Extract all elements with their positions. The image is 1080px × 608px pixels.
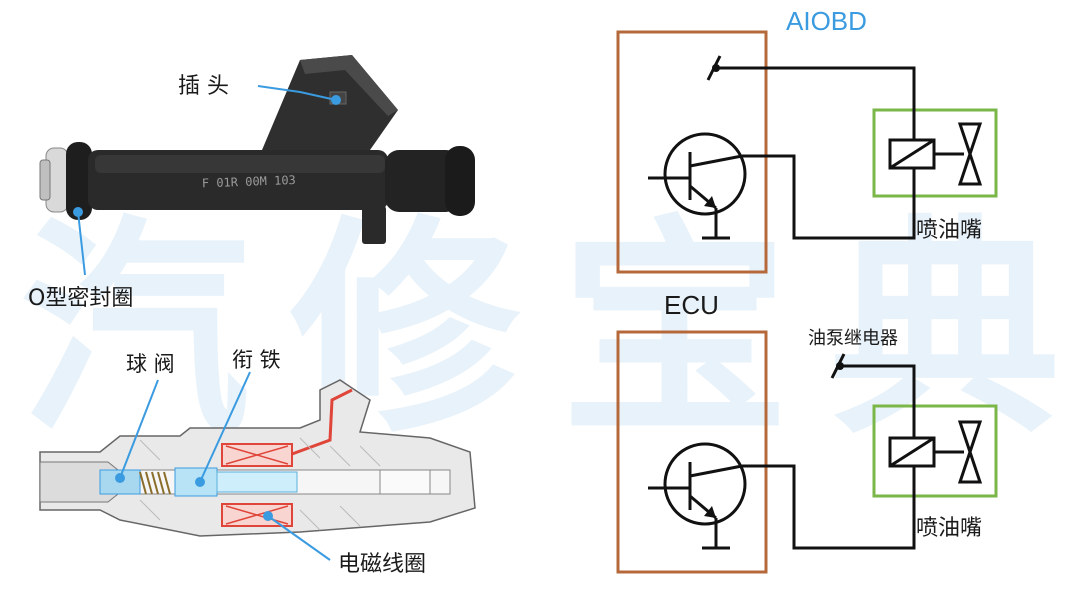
label-plug: 插 头 (178, 68, 229, 100)
label-solenoid-coil: 电磁线圈 (338, 546, 426, 578)
label-armature: 衔 铁 (232, 344, 281, 374)
o-ring-right (445, 146, 475, 216)
label-o-ring: O型密封圈 (28, 280, 133, 312)
ecu-box-bottom (618, 332, 766, 572)
label-injector-top: 喷油嘴 (916, 212, 982, 244)
label-ball-valve: 球 阀 (126, 348, 175, 378)
title-bottom: ECU (664, 290, 719, 321)
label-injector-bottom: 喷油嘴 (916, 510, 982, 542)
label-relay: 油泵继电器 (808, 324, 898, 350)
injector-cutaway (40, 380, 475, 536)
transistor-top (665, 134, 745, 214)
title-top: AIOBD (786, 6, 867, 37)
injector-photo: F 01R 00M 103 (40, 55, 475, 244)
transistor-bottom (665, 444, 745, 524)
